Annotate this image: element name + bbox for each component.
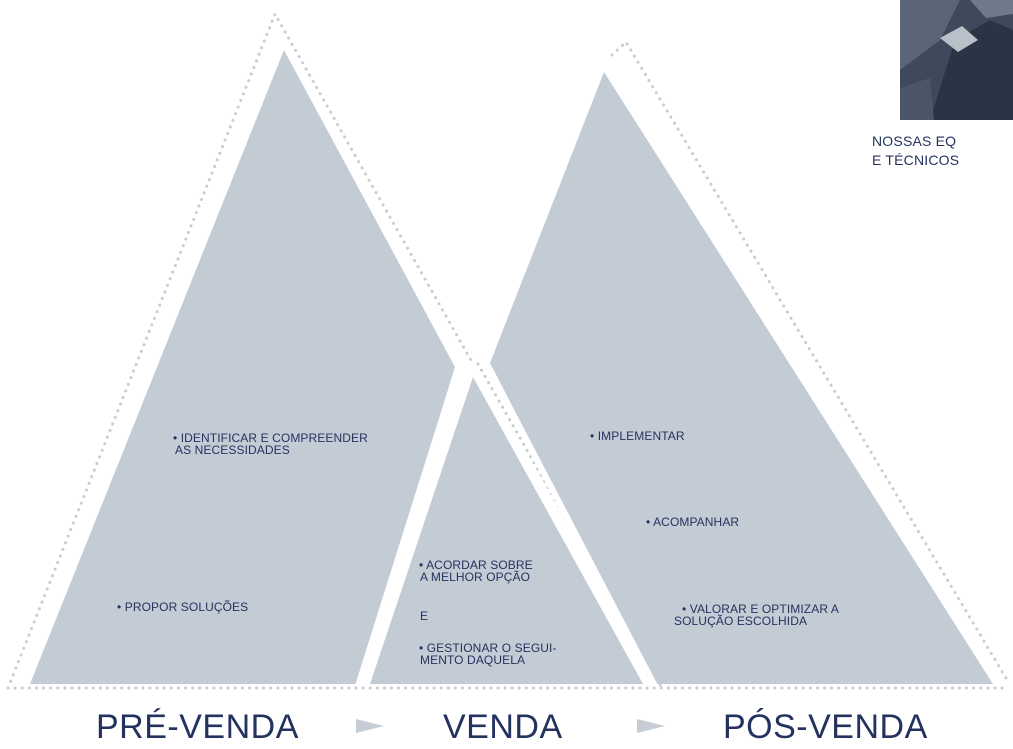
stage-label-pos-venda: PÓS-VENDA bbox=[723, 708, 928, 746]
venda-bullet-manage: • GESTIONAR O SEGUI- MENTO DAQUELA bbox=[419, 642, 557, 666]
pos-venda-triangle bbox=[490, 72, 993, 684]
caption-line: NOSSAS EQ bbox=[872, 133, 957, 149]
stage-label-pre-venda: PRÉ-VENDA bbox=[96, 708, 299, 746]
connector-text: E bbox=[420, 609, 429, 623]
bullet-line: • VALORAR E OPTIMIZAR A bbox=[682, 602, 839, 616]
bullet-line: • GESTIONAR O SEGUI- bbox=[419, 641, 557, 655]
caption-line: E TÉCNICOS bbox=[872, 152, 960, 168]
venda-bullet-agree: • ACORDAR SOBRE A MELHOR OPÇÃO bbox=[419, 559, 533, 583]
team-photo bbox=[900, 0, 1013, 120]
pos-venda-dotted-outline bbox=[610, 39, 1011, 685]
pre-venda-bullet-identify: • IDENTIFICAR E COMPREENDER AS NECESSIDA… bbox=[173, 432, 368, 456]
bullet-line: • IDENTIFICAR E COMPREENDER bbox=[173, 431, 368, 445]
photo-caption: NOSSAS EQ E TÉCNICOS bbox=[872, 132, 1013, 170]
arrow-right-icon bbox=[356, 719, 384, 733]
bullet-line: • ACOMPANHAR bbox=[646, 515, 740, 529]
bullet-line: • ACORDAR SOBRE bbox=[419, 558, 533, 572]
bullet-line: SOLUÇÃO ESCOLHIDA bbox=[674, 614, 808, 628]
bullet-line: • IMPLEMENTAR bbox=[590, 429, 685, 443]
arrow-right-icon bbox=[637, 719, 665, 733]
bullet-line: • PROPOR SOLUÇÕES bbox=[117, 600, 249, 614]
pos-venda-bullet-follow: • ACOMPANHAR bbox=[646, 516, 739, 528]
bullet-line: AS NECESSIDADES bbox=[175, 443, 290, 457]
venda-triangle bbox=[370, 377, 643, 684]
pos-venda-bullet-implement: • IMPLEMENTAR bbox=[590, 430, 685, 442]
stage-label-venda: VENDA bbox=[443, 708, 563, 746]
pre-venda-dotted-outline bbox=[6, 10, 474, 690]
pos-venda-bullet-optimize: • VALORAR E OPTIMIZAR A SOLUÇÃO ESCOLHID… bbox=[674, 603, 839, 627]
pre-venda-triangle bbox=[30, 50, 455, 684]
bullet-line: A MELHOR OPÇÃO bbox=[420, 570, 531, 584]
bullet-line: MENTO DAQUELA bbox=[420, 653, 526, 667]
divider-line bbox=[485, 364, 658, 688]
venda-connector: E bbox=[420, 610, 428, 622]
divider-line bbox=[355, 367, 461, 687]
pre-venda-bullet-propose: • PROPOR SOLUÇÕES bbox=[117, 601, 248, 613]
